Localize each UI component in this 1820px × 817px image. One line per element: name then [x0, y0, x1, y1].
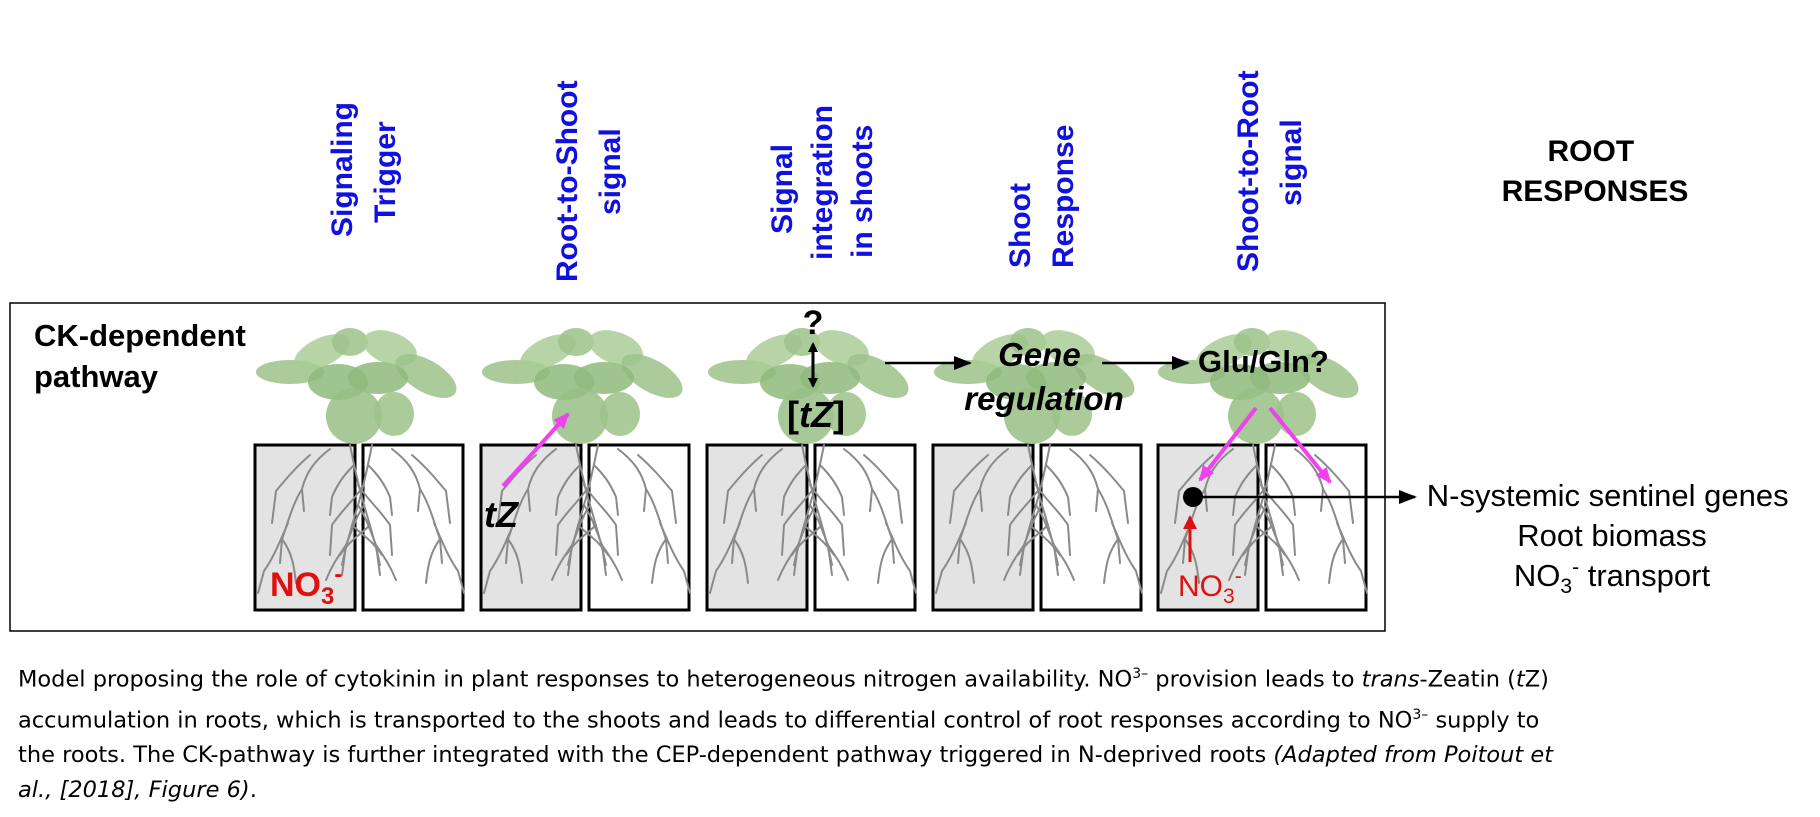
glu-gln-label: Glu/Gln?: [1198, 344, 1329, 379]
pathway-panel: [9, 302, 1386, 632]
root-responses-title: ROOT RESPONSES: [1502, 135, 1689, 208]
tz-transport-arrow: [501, 412, 570, 488]
root-box-left: [705, 443, 809, 612]
split-root-plant-1: [253, 323, 465, 612]
tz-concentration-label: [tZ]: [787, 394, 845, 435]
header-signal-integration: Signal integration in shoots: [766, 97, 879, 260]
tz-label: tZ: [484, 494, 520, 535]
root-box-right: [587, 443, 691, 612]
nitrate-label-stage5: NO3-: [1178, 565, 1242, 608]
root-box-right: [1039, 443, 1143, 612]
split-root-plant-4: [931, 323, 1143, 612]
header-root-to-shoot-signal: Root-to-Shoot signal: [551, 72, 627, 282]
split-root-plant-2: [479, 323, 691, 612]
shoot-to-root-arrow-left: [1198, 406, 1258, 482]
root-box-right: [361, 443, 465, 612]
response-sentinel-genes: N-systemic sentinel genes: [1427, 478, 1789, 513]
root-box-left: [479, 443, 583, 612]
response-nitrate-transport: NO3- transport: [1514, 556, 1711, 598]
figure-caption: Model proposing the role of cytokinin in…: [18, 666, 1554, 803]
root-box-right: [813, 443, 917, 612]
response-root-biomass: Root biomass: [1517, 518, 1707, 553]
question-mark: ?: [803, 304, 824, 342]
header-shoot-to-root-signal: Shoot-to-Root signal: [1232, 62, 1308, 272]
header-shoot-response: Shoot Response: [1004, 125, 1080, 268]
gene-regulation-label: Gene regulation: [964, 336, 1124, 417]
header-signaling-trigger: Signaling Trigger: [326, 94, 402, 237]
root-responses-list: N-systemic sentinel genes Root biomass: [1427, 478, 1797, 553]
root-box-right: [1264, 443, 1368, 612]
shoot-to-root-arrow-right: [1268, 406, 1332, 484]
split-root-plant-3: [705, 323, 917, 612]
root-box-left: [931, 443, 1035, 612]
model-diagram: Signaling Trigger Root-to-Shoot signal S…: [9, 62, 1797, 632]
pathway-label: CK-dependent pathway: [34, 318, 254, 394]
nitrate-label-stage1: NO3-: [270, 561, 342, 610]
